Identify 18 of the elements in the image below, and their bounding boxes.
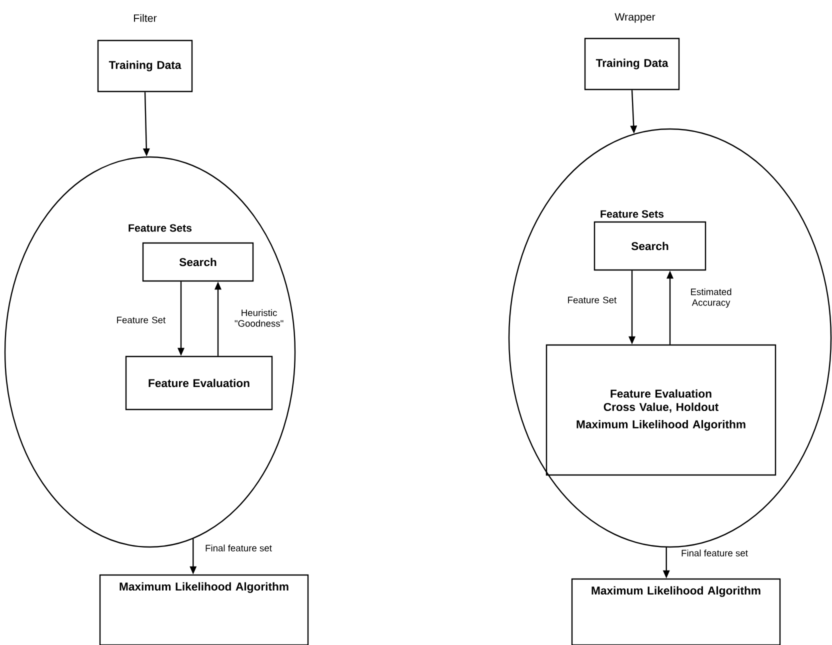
edge-label: Final feature set — [206, 544, 272, 552]
edge-label: Feature Set — [568, 296, 617, 304]
process-box: Training Data — [97, 40, 193, 92]
process-box: Feature Evaluation Cross Value, Holdout Maximum Likelihood Algorithm — [546, 344, 776, 476]
process-box: Feature Evaluation — [125, 356, 273, 410]
edge-label: Heuristic "Goodness" — [234, 309, 284, 327]
edge-label: Estimated Accuracy — [691, 288, 732, 308]
heading: Feature Sets — [128, 224, 192, 232]
process-box: Maximum Likelihood Algorithm — [571, 578, 781, 645]
process-box: Search — [594, 221, 706, 271]
title: Wrapper — [614, 13, 656, 23]
edge-label: Feature Set — [117, 316, 166, 324]
process-box: Search — [142, 242, 254, 282]
edge-label: Final feature set — [682, 550, 748, 556]
title: Filter — [134, 14, 157, 22]
heading: Feature Sets — [600, 210, 664, 218]
process-box: Training Data — [584, 38, 680, 90]
process-box: Maximum Likelihood Algorithm — [99, 574, 309, 645]
